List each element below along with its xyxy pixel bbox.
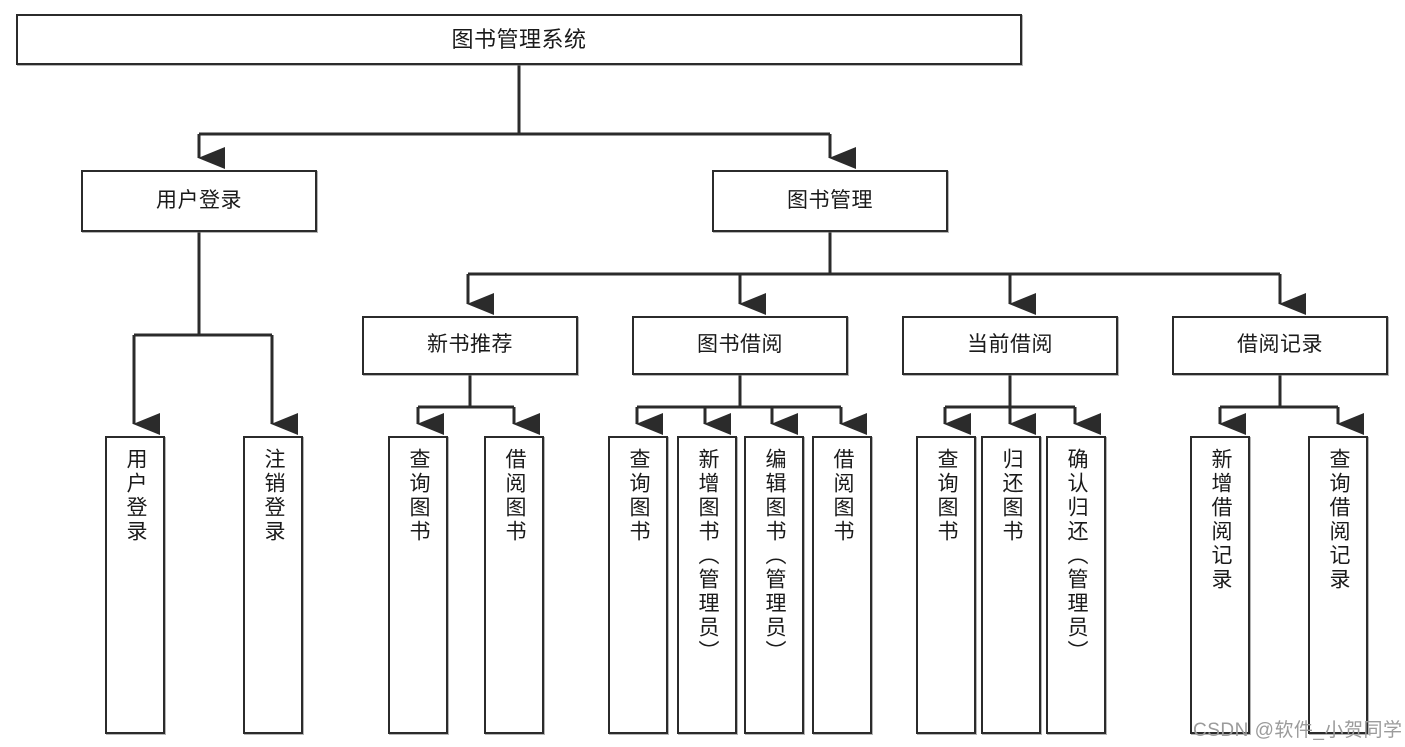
- leaf-edit-book-admin[interactable]: 编辑图书（管理员）: [744, 436, 804, 734]
- leaf-query-borrow-record[interactable]: 查询借阅记录: [1308, 436, 1368, 734]
- leaf-logout[interactable]: 注销登录: [243, 436, 303, 734]
- node-label: 图书借阅: [697, 333, 783, 357]
- node-root-book-management-system[interactable]: 图书管理系统: [16, 14, 1022, 65]
- csdn-watermark: CSDN @软件_小贺同学: [1193, 720, 1403, 741]
- node-book-borrowing[interactable]: 图书借阅: [632, 316, 848, 375]
- node-label: 用户登录: [124, 448, 148, 544]
- node-label: 图书管理系统: [451, 26, 587, 52]
- node-label: 编辑图书（管理员）: [763, 448, 787, 664]
- leaf-add-book-admin[interactable]: 新增图书（管理员）: [677, 436, 737, 734]
- node-label: 图书管理: [787, 188, 873, 212]
- leaf-confirm-return-admin[interactable]: 确认归还（管理员）: [1046, 436, 1106, 734]
- node-borrowing-records[interactable]: 借阅记录: [1172, 316, 1388, 375]
- node-label: 归还图书: [1000, 448, 1024, 544]
- leaf-return-book[interactable]: 归还图书: [981, 436, 1041, 734]
- node-label: 新增借阅记录: [1209, 448, 1233, 592]
- node-label: 当前借阅: [967, 333, 1053, 357]
- node-label: 借阅记录: [1237, 333, 1323, 357]
- leaf-add-borrow-record[interactable]: 新增借阅记录: [1190, 436, 1250, 734]
- node-label: 确认归还（管理员）: [1065, 448, 1089, 664]
- leaf-borrow-book-borrowing[interactable]: 借阅图书: [812, 436, 872, 734]
- node-label: 新书推荐: [427, 333, 513, 357]
- node-label: 用户登录: [156, 188, 242, 212]
- node-label: 借阅图书: [503, 448, 527, 544]
- leaf-query-book-borrowing[interactable]: 查询图书: [608, 436, 668, 734]
- leaf-user-login[interactable]: 用户登录: [105, 436, 165, 734]
- node-user-login[interactable]: 用户登录: [81, 170, 317, 232]
- node-label: 查询图书: [407, 448, 431, 544]
- leaf-query-book-current[interactable]: 查询图书: [916, 436, 976, 734]
- leaf-borrow-book-newbook[interactable]: 借阅图书: [484, 436, 544, 734]
- node-label: 新增图书（管理员）: [696, 448, 720, 664]
- node-label: 查询借阅记录: [1327, 448, 1351, 592]
- node-label: 查询图书: [935, 448, 959, 544]
- node-label: 借阅图书: [831, 448, 855, 544]
- node-label: 注销登录: [262, 448, 286, 544]
- node-new-book-recommendation[interactable]: 新书推荐: [362, 316, 578, 375]
- node-book-management[interactable]: 图书管理: [712, 170, 948, 232]
- node-label: 查询图书: [627, 448, 651, 544]
- node-current-borrowing[interactable]: 当前借阅: [902, 316, 1118, 375]
- leaf-query-book-newbook[interactable]: 查询图书: [388, 436, 448, 734]
